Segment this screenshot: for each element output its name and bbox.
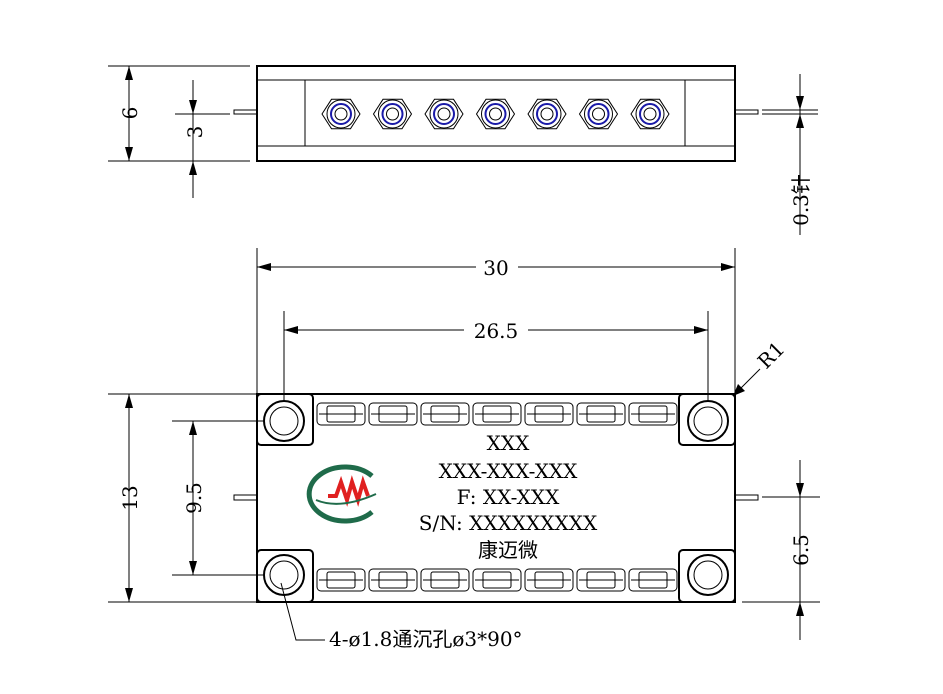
mounting-hole-tr — [687, 400, 729, 442]
dim-hole-pitch-x: 26.5 — [474, 319, 519, 343]
connector-tab-top — [368, 402, 418, 426]
marking-line-2: XXX-XXX-XXX — [439, 459, 579, 483]
connector-tab-top — [420, 402, 470, 426]
dim-top-offset: 3 — [183, 126, 207, 139]
connector-tab-top — [628, 402, 678, 426]
top-view: 6 3 0.3针 — [108, 65, 818, 235]
dim-corner-radius: R1 — [753, 337, 790, 374]
connector-panel — [304, 79, 686, 147]
hole-note: 4-ø1.8通沉孔ø3*90° — [329, 627, 523, 651]
marking-line-5: 康迈微 — [478, 538, 538, 562]
right-pin — [734, 109, 759, 115]
corner-pad-tl — [256, 393, 314, 446]
sma-connector — [321, 98, 361, 130]
sma-connector — [372, 98, 413, 130]
connector-tab-top — [576, 402, 626, 426]
marking-line-3: F: XX-XXX — [457, 485, 561, 509]
corner-pad-bl — [256, 549, 314, 603]
dim-width: 30 — [483, 256, 508, 280]
dim-top-height: 6 — [118, 107, 142, 120]
sma-connector — [630, 98, 670, 130]
dim-pin-offset: 6.5 — [789, 534, 813, 566]
connector-tab-bottom — [368, 568, 418, 592]
connector-tab-bottom — [576, 568, 626, 592]
connector-tab-top — [316, 402, 366, 426]
front-left-pin — [233, 494, 258, 501]
front-view: XXX XXX-XXX-XXX F: XX-XXX S/N: XXXXXXXXX… — [108, 248, 820, 651]
connector-tabs-top — [316, 402, 678, 426]
connector-tab-top — [472, 402, 522, 426]
marking-line-4: S/N: XXXXXXXXX — [419, 511, 598, 535]
company-logo — [306, 464, 377, 524]
marking-line-1: XXX — [487, 431, 530, 455]
left-pin — [233, 109, 258, 115]
dim-pin-diameter: 0.3针 — [789, 174, 813, 226]
connector-tab-bottom — [472, 568, 522, 592]
mounting-hole-bl — [263, 554, 305, 596]
connector-row — [321, 98, 670, 130]
sma-connector — [527, 98, 567, 130]
connector-tab-bottom — [524, 568, 574, 592]
corner-pad-tr — [678, 393, 736, 446]
connector-tab-top — [524, 402, 574, 426]
connector-tab-bottom — [628, 568, 678, 592]
connector-tab-bottom — [316, 568, 366, 592]
front-right-pin — [734, 494, 759, 501]
dim-hole-pitch-y: 9.5 — [182, 482, 206, 514]
corner-pad-br — [678, 549, 736, 603]
connector-tabs-bottom — [316, 568, 678, 592]
sma-connector — [578, 98, 619, 130]
sma-connector — [424, 98, 464, 130]
mounting-hole-br — [687, 554, 729, 596]
connector-tab-bottom — [420, 568, 470, 592]
mounting-hole-tl — [263, 400, 305, 442]
dim-height: 13 — [118, 485, 142, 510]
sma-connector — [475, 98, 516, 130]
